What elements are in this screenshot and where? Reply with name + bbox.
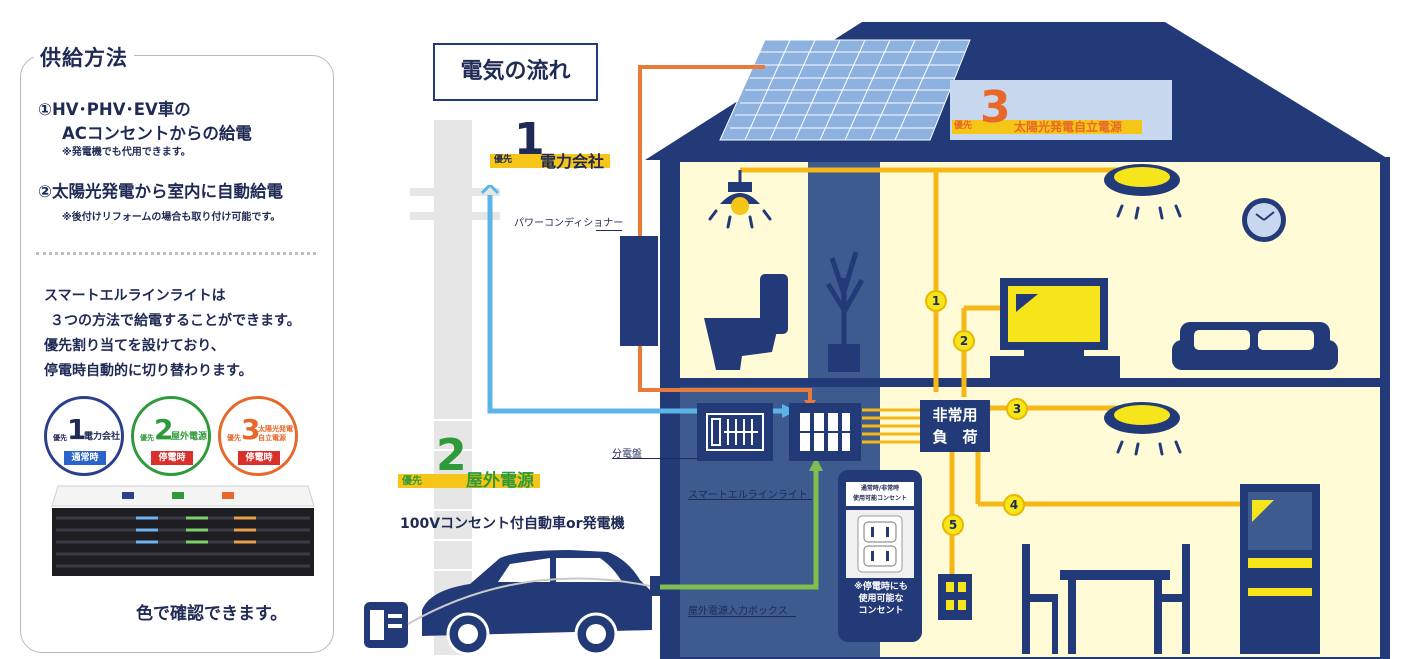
outlet-header-line2: 使用可能コンセント xyxy=(852,495,907,502)
desc-line-4: 停電時自動的に切り替わります。 xyxy=(44,363,253,379)
emergency-load-line2: 負 荷 xyxy=(932,428,978,446)
power-conditioner-leader xyxy=(596,230,622,231)
circuit-4-badge: 4 xyxy=(1003,494,1025,516)
method-1-line1: ①HV･PHV･EV車の xyxy=(38,100,191,119)
outdoor-power-line xyxy=(656,457,823,590)
supply-method-title: 供給方法 xyxy=(34,42,134,72)
circuit-1-badge: 1 xyxy=(925,290,947,312)
priority-3-num: 3 xyxy=(980,82,1011,133)
outlet-header-line1: 通常時/非常時 xyxy=(860,485,900,492)
distribution-board-label: 分電盤 xyxy=(612,449,642,460)
double-outlet-icon xyxy=(846,510,914,578)
priority-3-prefix: 優先 xyxy=(954,121,973,131)
desc-line-2: ３つの方法で給電することができます。 xyxy=(50,313,301,329)
dotted-divider xyxy=(36,252,316,255)
priority-1-highlight xyxy=(490,154,610,168)
utility-pole xyxy=(410,120,500,655)
bubble-1-title: 電力会社 xyxy=(84,432,121,442)
priority-2-label: 屋外電源 xyxy=(466,471,534,491)
outdoor-caption: 100Vコンセント付自動車or発電機 xyxy=(400,516,625,532)
method-1-note: ※発電機でも代用できます。 xyxy=(62,147,191,158)
bubble-priority-1: 優先 1 電力会社 通常時 xyxy=(44,396,124,476)
distribution-board-icon xyxy=(706,413,764,451)
emergency-load-line1: 非常用 xyxy=(932,406,978,424)
method-2-text: ②太陽光発電から室内に自動給電 xyxy=(38,182,283,201)
bubble-3-num: 3 xyxy=(241,413,261,446)
smart-light-leader xyxy=(688,499,812,500)
priority-2-highlight xyxy=(398,474,540,488)
bubble-2-title: 屋外電源 xyxy=(171,432,208,442)
priority-3-label: 太陽光発電自立電源 xyxy=(1014,120,1123,134)
circuit-5-badge: 5 xyxy=(942,514,964,536)
bubble-1-tag: 通常時 xyxy=(64,451,106,465)
bubble-2-tag: 停電時 xyxy=(151,451,193,465)
circuit-2-badge: 2 xyxy=(953,330,975,352)
method-2: ②太陽光発電から室内に自動給電 ※後付けリフォームの場合も取り付け可能です。 xyxy=(38,178,283,223)
bubble-1-prefix: 優先 xyxy=(53,434,67,442)
outlet-note-line3: コンセント xyxy=(858,606,904,616)
outdoor-box-label: 屋外電源入力ボックス xyxy=(688,606,788,617)
priority-2-prefix: 優先 xyxy=(402,476,422,487)
priority-1-num: 1 xyxy=(514,114,545,165)
description: スマートエルラインライトは ３つの方法で給電することができます。 優先割り当てを… xyxy=(44,284,301,384)
desc-line-3: 優先割り当てを設けており、 xyxy=(44,338,225,354)
priority-1-label: 電力会社 xyxy=(540,152,605,171)
outdoor-box-leader xyxy=(688,616,796,617)
smart-light-label: スマートエルラインライト xyxy=(688,490,808,501)
smart-light-grid-icon xyxy=(800,413,850,451)
method-2-note: ※後付けリフォームの場合も取り付け可能です。 xyxy=(62,212,281,223)
method-1: ①HV･PHV･EV車の ACコンセントからの給電 ※発電機でも代用できます。 xyxy=(38,98,252,160)
outlet-note: ※停電時にも 使用可能な コンセント xyxy=(840,581,922,617)
pendant-light-rays xyxy=(708,209,772,229)
ceiling-light-rays-lower xyxy=(1116,440,1182,456)
bubble-3-title: 太陽光発電自立電源 xyxy=(258,425,293,442)
bubble-3-prefix: 優先 xyxy=(227,434,241,442)
bubble-priority-3: 優先 3 太陽光発電自立電源 停電時 xyxy=(218,396,298,476)
priority-1-prefix: 優先 xyxy=(494,155,513,165)
outlet-header: 通常時/非常時 使用可能コンセント xyxy=(846,482,914,506)
smart-el-line-light xyxy=(789,403,861,461)
bubble-3-tag: 停電時 xyxy=(238,451,280,465)
priority-2-num: 2 xyxy=(436,430,467,481)
flow-title: 電気の流れ xyxy=(433,43,598,101)
method-1-line2: ACコンセントからの給電 xyxy=(62,124,252,143)
smart-light-device-illustration xyxy=(51,485,315,576)
confirm-text: 色で確認できます。 xyxy=(136,604,288,624)
desc-line-1: スマートエルラインライトは xyxy=(44,288,226,304)
outlet-note-line2: 使用可能な xyxy=(858,594,904,604)
house-illustration xyxy=(620,22,1390,659)
bubble-2-prefix: 優先 xyxy=(140,434,154,442)
priority-3-highlight xyxy=(952,120,1142,134)
bubble-1-num: 1 xyxy=(67,413,87,446)
outlet-note-line1: ※停電時にも xyxy=(854,582,908,592)
distribution-board-leader xyxy=(612,458,698,459)
bubble-priority-2: 優先 2 屋外電源 停電時 xyxy=(131,396,211,476)
power-conditioner-label: パワーコンディショナー xyxy=(514,218,624,229)
bubble-2-num: 2 xyxy=(154,413,174,446)
circuit-3-badge: 3 xyxy=(1006,398,1028,420)
car-and-generator xyxy=(364,550,660,655)
emergency-load-box: 非常用 負 荷 xyxy=(920,400,990,452)
ceiling-light-rays-upper xyxy=(1116,204,1182,220)
